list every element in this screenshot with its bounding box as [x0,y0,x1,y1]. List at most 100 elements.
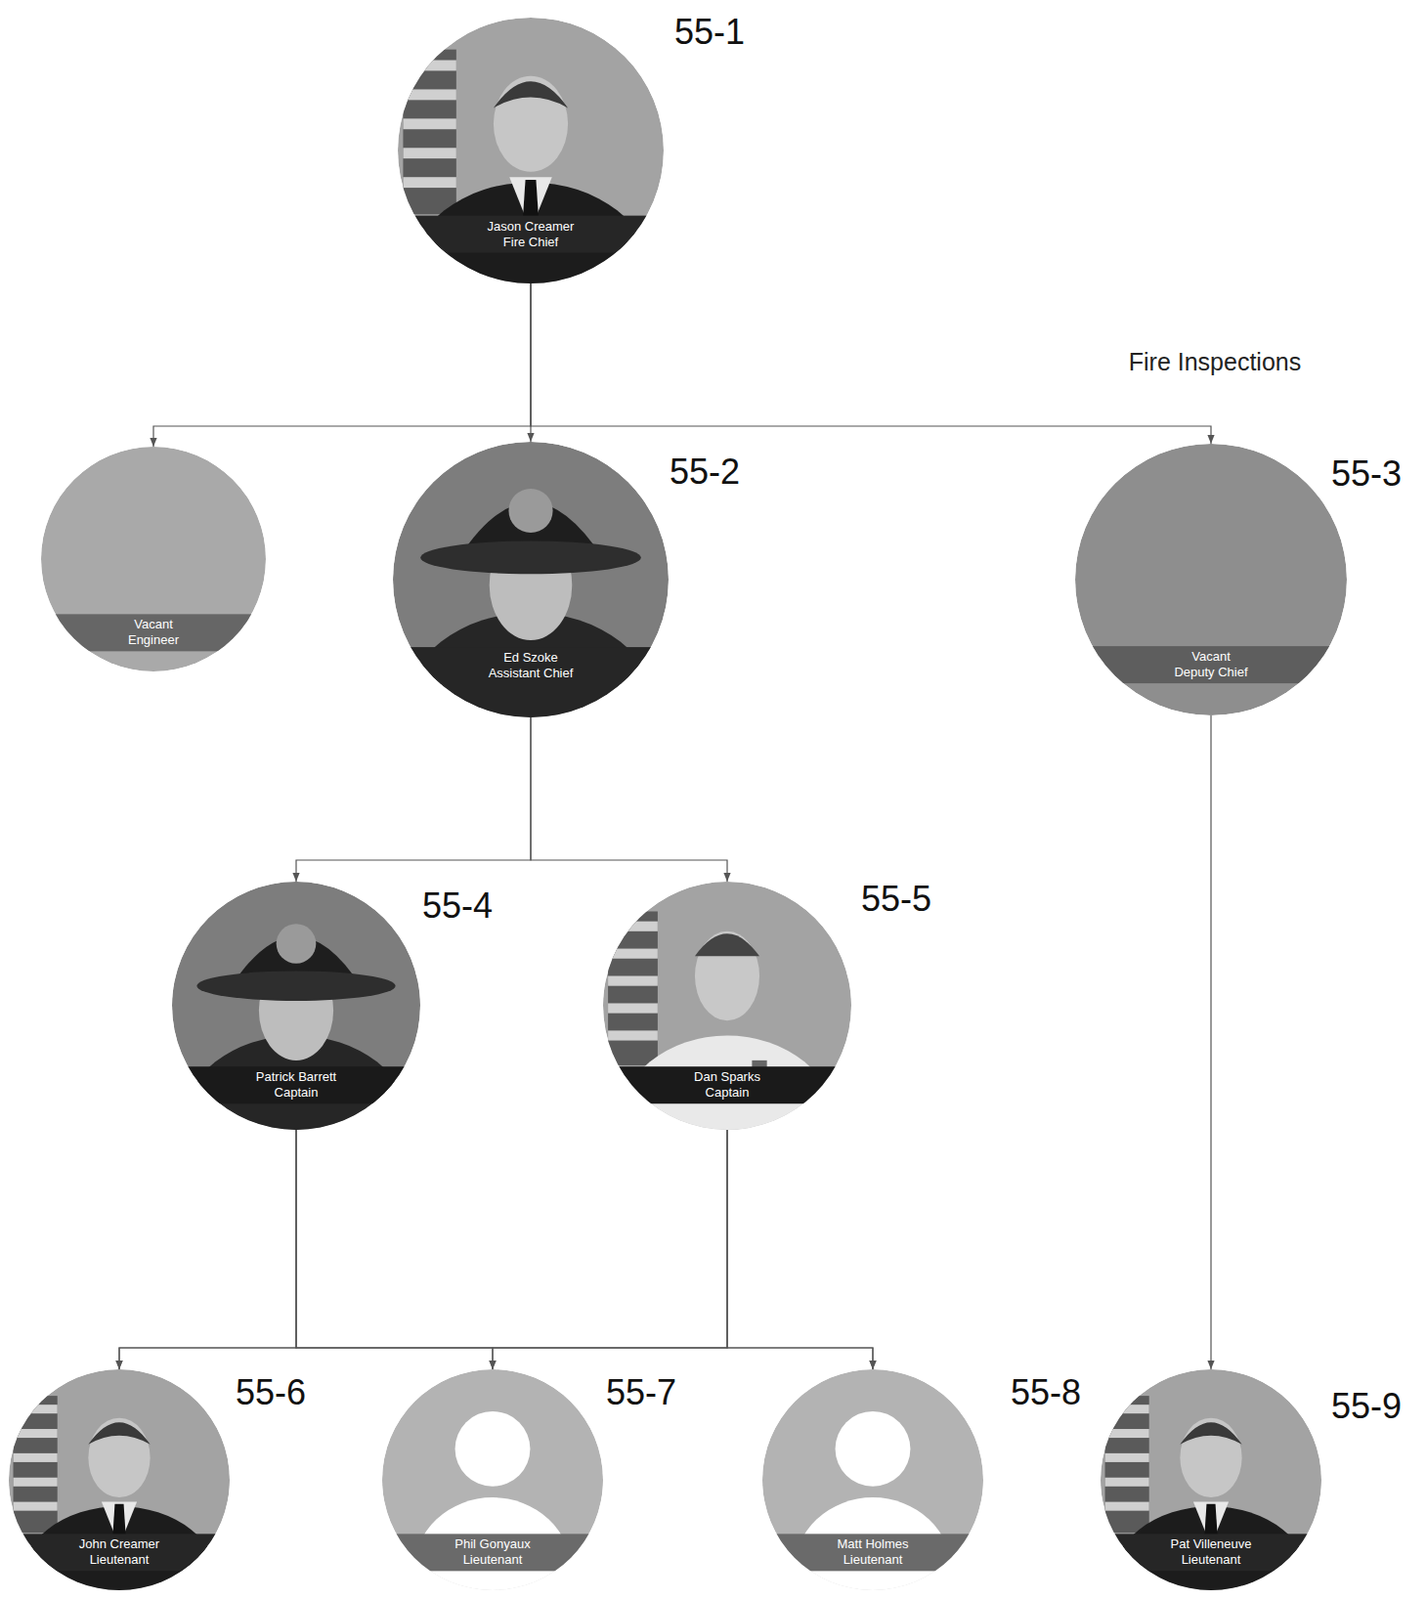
position-title: Captain [172,1084,421,1101]
flag-stripe [607,1002,658,1013]
reporting-line [296,1129,873,1370]
flag-stripe [607,921,658,932]
flag-stripe [607,976,658,987]
flag-stripe [402,176,456,188]
position-title: Assistant Chief [392,665,669,682]
position-title: Lieutenant [382,1552,604,1568]
callout-number: 55-9 [1331,1386,1402,1427]
org-circle: Pat VilleneuveLieutenant [1100,1369,1322,1591]
position-title: Deputy Chief [1075,664,1347,681]
name-band-ground [1075,646,1347,684]
portrait [8,1369,230,1591]
hair [694,933,760,956]
face [1179,1418,1242,1498]
name-band: VacantEngineer [41,613,266,651]
reporting-line [530,283,1211,444]
position-title: Captain [603,1084,852,1101]
org-circle: Patrick BarrettCaptain [172,881,421,1130]
person-name: Ed Szoke [392,649,669,666]
name-band: VacantDeputy Chief [1075,646,1347,684]
flag-stripe [13,1404,58,1414]
photo-background [397,17,664,284]
placeholder-circle [382,1369,604,1591]
portrait [603,881,852,1130]
person-name: Jason Creamer [397,218,664,235]
position-title: Fire Chief [397,234,664,251]
org-circle: Dan SparksCaptain [603,881,852,1130]
flag-field [402,49,456,216]
person-name: Phil Gonyaux [382,1536,604,1553]
flag-stripe [402,118,456,130]
reporting-line [296,717,531,882]
position-title: Lieutenant [1100,1552,1322,1568]
callout-number: 55-8 [1010,1373,1082,1413]
callout-number: 55-5 [861,879,932,919]
portrait [382,1369,604,1591]
reporting-line [727,1129,873,1370]
person-name: Vacant [1075,648,1347,665]
callout-number: 55-4 [422,886,493,926]
photo-background [172,881,421,1130]
photo-background [392,441,669,718]
flag-stripe [1105,1502,1150,1512]
photo-background [603,881,852,1130]
person-name: Vacant [41,616,266,633]
helmet-shield [276,923,317,964]
flag-stripe [13,1477,58,1487]
portrait [762,1369,984,1591]
face [694,931,760,1021]
section-label: Fire Inspections [1117,344,1313,380]
org-circle: John CreamerLieutenant [8,1369,230,1591]
name-band: Pat VilleneuveLieutenant [1100,1533,1322,1571]
name-band-ground [41,613,266,651]
position-title: Lieutenant [8,1552,230,1568]
name-band-ground [762,1533,984,1571]
connector-group [119,283,1211,1370]
position-title: Lieutenant [762,1552,984,1568]
portrait [392,441,669,718]
org-circle: Matt HolmesLieutenant [762,1369,984,1591]
name-band: Dan SparksCaptain [603,1066,852,1104]
placeholder-head [455,1411,531,1487]
flag-stripe [607,1030,658,1040]
vacant-circle [1075,443,1347,716]
flag-field [607,910,658,1065]
org-circle: Ed SzokeAssistant Chief [392,441,669,718]
hair [493,81,568,108]
portrait [397,17,664,284]
reporting-line [492,1129,728,1370]
hair [87,1422,150,1445]
flag-stripe [13,1428,58,1438]
flag-stripe [1105,1404,1150,1414]
name-band-ground [8,1533,230,1571]
person-name: Pat Villeneuve [1100,1536,1322,1553]
face [87,1418,150,1498]
name-band-ground [397,216,664,254]
org-circle: Phil GonyauxLieutenant [382,1369,604,1591]
flag-stripe [13,1502,58,1512]
org-circle: VacantDeputy Chief [1075,443,1347,716]
reporting-line [530,717,728,882]
portrait [1075,443,1347,716]
flag-stripe [607,949,658,959]
reporting-line [119,1129,728,1370]
flag-stripe [1105,1428,1150,1438]
portrait [41,446,266,672]
callout-number: 55-3 [1331,454,1402,494]
name-band: Patrick BarrettCaptain [172,1066,421,1104]
position-title: Engineer [41,632,266,649]
org-circle: VacantEngineer [41,446,266,672]
name-band: Phil GonyauxLieutenant [382,1533,604,1571]
name-band: Ed SzokeAssistant Chief [392,647,669,685]
portrait [1100,1369,1322,1591]
flag-field [13,1395,58,1533]
person-name: Dan Sparks [603,1069,852,1085]
org-circle: Jason CreamerFire Chief [397,17,664,284]
callout-number: 55-6 [235,1373,306,1413]
helmet-brim [420,541,642,575]
callout-number: 55-1 [674,12,745,52]
hair [1179,1422,1242,1445]
name-band-ground [392,647,669,685]
